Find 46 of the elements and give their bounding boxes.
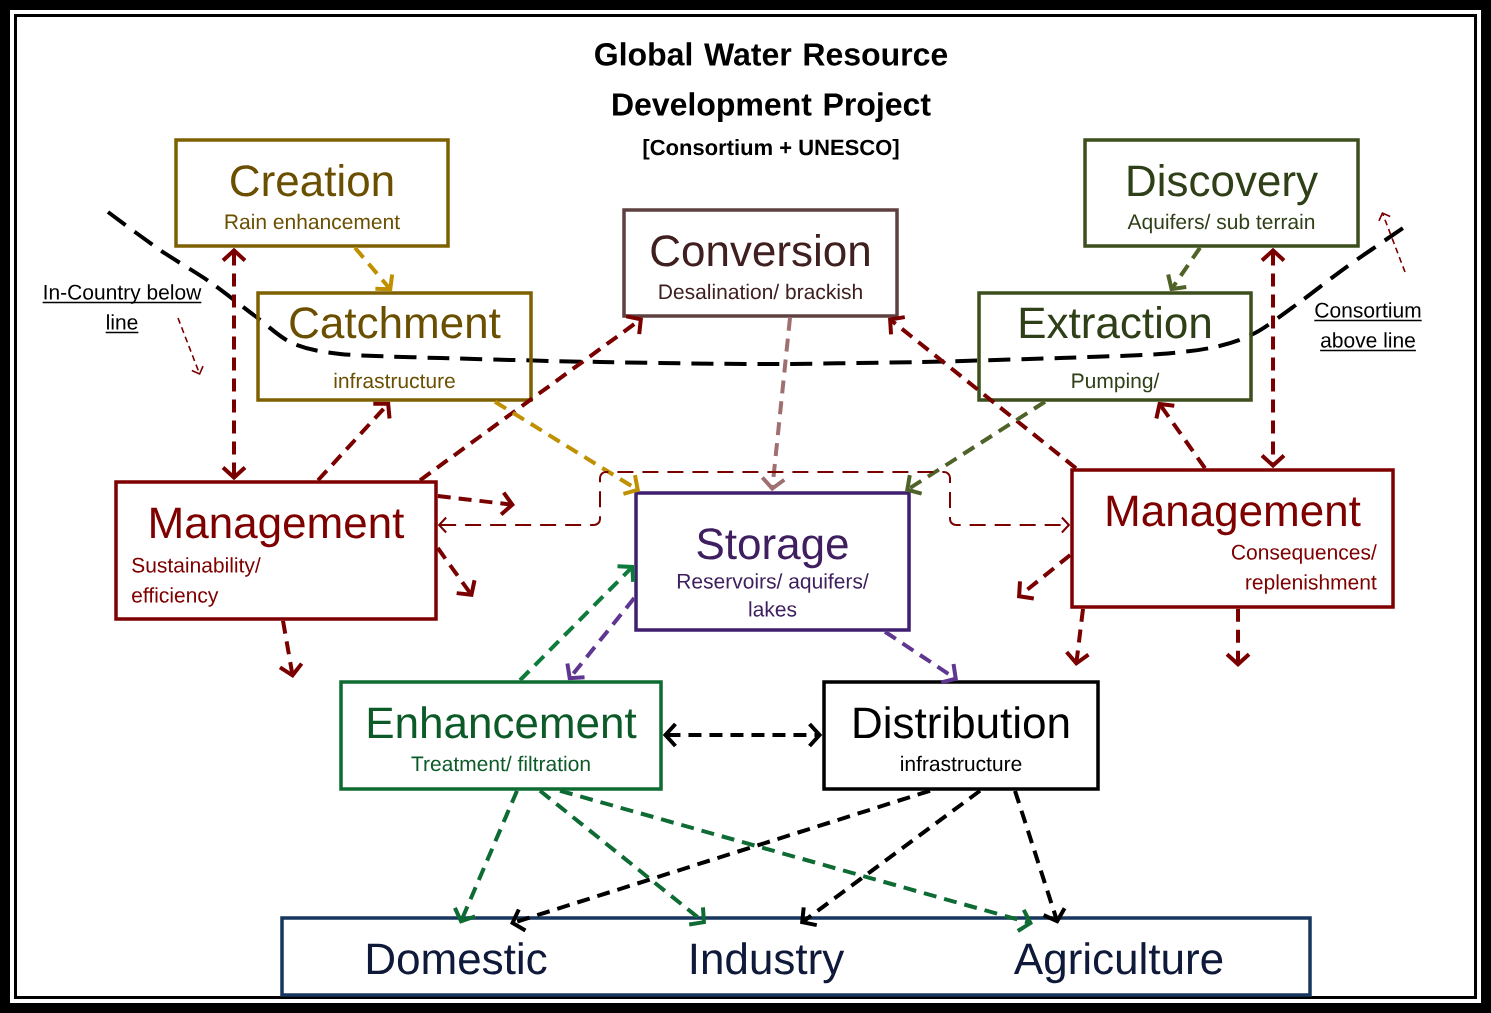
arrow xyxy=(437,491,515,516)
arrow xyxy=(510,788,931,933)
arrow xyxy=(559,788,1033,933)
title: Global Water Resource Development Project xyxy=(595,42,948,123)
process-box: Enhancement Treatment/ filtration xyxy=(339,680,663,791)
arrow xyxy=(453,789,519,924)
category-label: Domestic xyxy=(367,942,547,975)
group-box xyxy=(280,916,1312,997)
arrow xyxy=(493,400,640,496)
arrow xyxy=(1166,246,1202,292)
arrow xyxy=(1225,608,1251,667)
arrow xyxy=(278,620,304,678)
process-box: Storage Reservoirs/ aquifers/ lakes xyxy=(634,491,911,632)
arrow xyxy=(316,401,392,482)
arrow xyxy=(1013,790,1067,924)
arrow xyxy=(565,596,636,681)
double-arrow xyxy=(437,471,1071,534)
process-box: Conversion Desalination/ brackish xyxy=(622,208,899,318)
category-label: Industry xyxy=(691,942,845,984)
double-arrow xyxy=(221,247,247,481)
arrow xyxy=(538,789,706,927)
arrow xyxy=(1154,401,1207,470)
note-label: In-Country below line xyxy=(41,284,203,334)
process-box: Management Consequences/ replenishment xyxy=(1070,468,1395,609)
process-box: Creation Rain enhancement xyxy=(174,138,450,248)
arrow xyxy=(888,315,1078,470)
double-arrow xyxy=(1260,247,1286,469)
arrow xyxy=(436,546,477,597)
process-box: Extraction Pumping/ xyxy=(977,291,1253,402)
arrow xyxy=(353,246,395,292)
arrow xyxy=(800,789,982,928)
arrow xyxy=(905,400,1047,496)
arrow xyxy=(1065,608,1090,666)
arrow xyxy=(518,564,636,682)
arrow xyxy=(883,630,958,685)
process-box: Discovery Aquifers/ sub terrain xyxy=(1083,138,1360,248)
double-arrow xyxy=(662,722,823,748)
arrow xyxy=(760,317,792,492)
category-label: Agriculture xyxy=(1013,942,1223,984)
process-box: Management Sustainability/ efficiency xyxy=(114,480,438,621)
arrow xyxy=(1017,553,1072,601)
process-box: Distribution infrastructure xyxy=(822,680,1100,791)
process-box: Catchment infrastructure xyxy=(256,291,533,402)
subtitle: [Consortium + UNESCO] xyxy=(643,139,899,160)
arrow xyxy=(418,314,643,482)
note-label: Consortium above line xyxy=(1313,302,1423,352)
